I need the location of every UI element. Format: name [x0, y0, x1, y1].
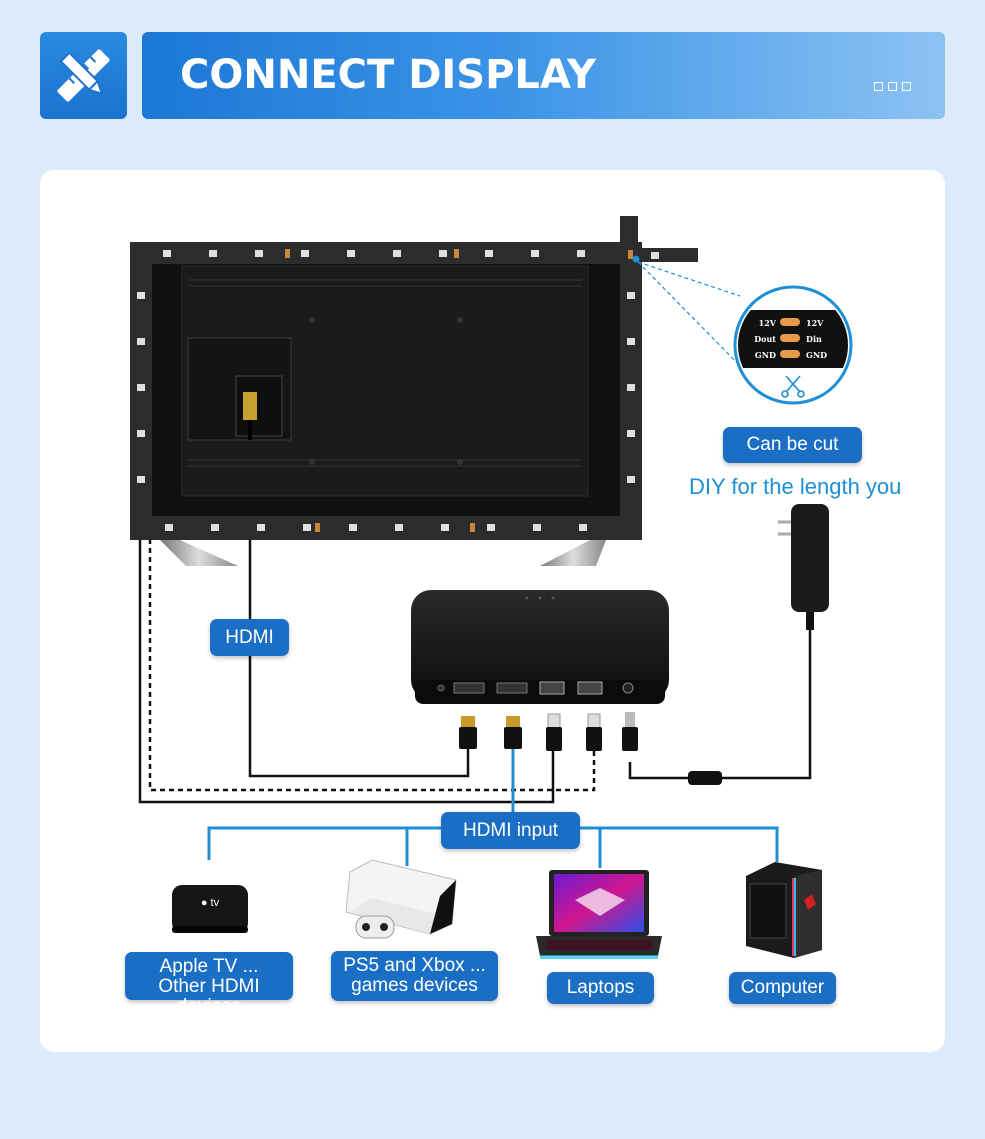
- tv-back: [130, 216, 698, 540]
- device-label-line1: Computer: [740, 977, 825, 998]
- svg-text:● tv: ● tv: [201, 897, 220, 909]
- cable-plugs: [459, 712, 638, 751]
- sync-box: [411, 590, 669, 704]
- device-label-line2: games devices: [351, 975, 478, 996]
- device-label-computer: Computer: [729, 972, 836, 1004]
- game-console-icon: [345, 859, 457, 939]
- can-be-cut-badge: Can be cut: [723, 427, 862, 463]
- pad-left-3: GND: [755, 350, 776, 360]
- desktop-computer-icon: [746, 862, 822, 958]
- header-icon-box: [40, 32, 127, 119]
- pencil-ruler-icon: [57, 49, 110, 102]
- device-label-line1: Apple TV ...: [159, 956, 259, 977]
- power-adapter: [628, 504, 829, 785]
- scissors-icon: [781, 375, 805, 398]
- tv-stand-left: [160, 540, 238, 566]
- pad-left-2: Dout: [754, 334, 776, 344]
- laptop-icon: [536, 870, 662, 959]
- page-title: CONNECT DISPLAY: [180, 52, 596, 98]
- device-label-line2: Other HDMI devices: [158, 976, 260, 1017]
- strip-zoom-callout: [637, 261, 853, 405]
- diy-length-text: DIY for the length you: [689, 474, 902, 499]
- cables: [138, 540, 596, 804]
- device-label-line1: Laptops: [566, 977, 635, 998]
- header-dots: [874, 82, 911, 91]
- device-label-game-console: PS5 and Xbox ... games devices: [331, 951, 498, 1001]
- hdmi-input-label: HDMI input: [441, 812, 580, 849]
- pad-right-2: Din: [806, 334, 822, 344]
- pad-right-3: GND: [806, 350, 827, 360]
- apple-tv-icon: ● tv: [172, 885, 248, 933]
- header-bar: CONNECT DISPLAY: [142, 32, 945, 119]
- device-label-apple-tv: Apple TV ... Other HDMI devices: [125, 952, 293, 1017]
- tv-stand-right: [540, 540, 606, 566]
- hdmi-cable-label: HDMI: [210, 619, 289, 656]
- device-label-laptops: Laptops: [547, 972, 654, 1004]
- hdmi-input-lines: [207, 749, 779, 868]
- device-label-line1: PS5 and Xbox ...: [343, 955, 486, 976]
- pad-left-1: 12V: [759, 318, 777, 328]
- pad-right-1: 12V: [806, 318, 824, 328]
